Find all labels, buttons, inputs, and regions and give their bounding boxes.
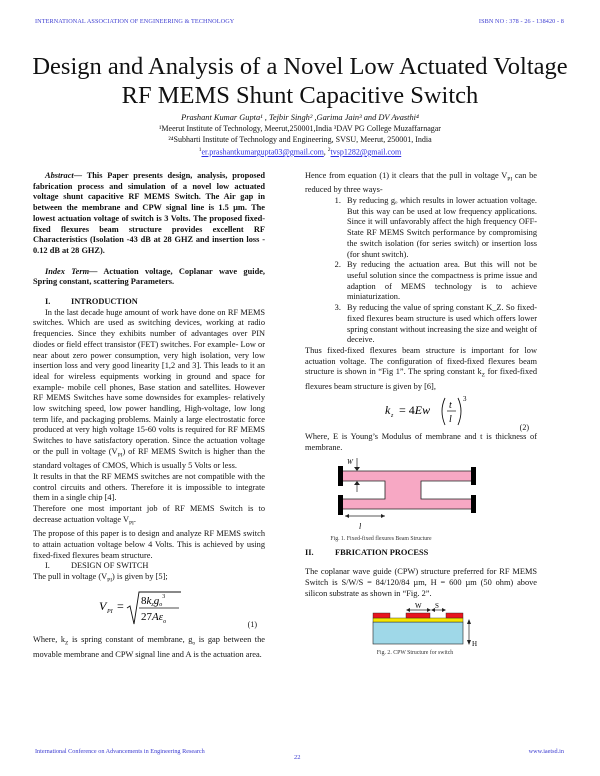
design-paragraph-2: Where, kZ is spring constant of membrane…	[33, 635, 265, 660]
emails: 1er.prashantkumargupta03@gmail.com, 2tvs…	[0, 145, 600, 158]
label-h: H	[472, 640, 477, 648]
svg-text:k: k	[385, 403, 391, 417]
page-number: 22	[294, 754, 301, 761]
list-item: By reducing the value of spring constant…	[343, 303, 537, 346]
equation-number: (1)	[247, 620, 257, 630]
subscript: PI	[129, 520, 134, 527]
email-link-1[interactable]: er.prashantkumargupta03@gmail.com	[201, 147, 324, 157]
svg-text:PI: PI	[106, 609, 114, 615]
email-1-sup: 1	[198, 147, 202, 153]
text: The pull in voltage (V	[33, 571, 108, 581]
intro-paragraph-1: In the last decade huge amount of work h…	[33, 308, 265, 472]
subscript: Z	[481, 372, 486, 379]
svg-text:z: z	[390, 413, 394, 419]
section-heading-introduction: I. INTRODUCTION	[33, 297, 265, 308]
section-title: INTRODUCTION	[71, 297, 138, 307]
subscript: Z	[65, 640, 69, 647]
footer-website[interactable]: www.iaetsd.in	[528, 748, 564, 755]
index-terms: Index Term— Actuation voltage, Coplanar …	[33, 267, 265, 288]
svg-text:8kzgo3: 8kzgo3	[141, 594, 165, 608]
affiliation-2: ²⁴Subharti Institute of Technology and E…	[168, 135, 432, 144]
equation-2: k z = 4Ew t l 3 (2)	[305, 392, 537, 432]
section-number: I.	[45, 561, 50, 571]
paper-title: Design and Analysis of a Novel Low Actua…	[0, 52, 600, 110]
text: for fixed-fixed flexures beam structure …	[305, 367, 537, 391]
right-paragraph-3: Where, E is Young’s Modulus of membrane …	[305, 432, 537, 453]
email-sep: ,	[323, 147, 328, 157]
footer-conference: International Conference on Advancements…	[35, 748, 205, 755]
text: is gap between the movable membrane and …	[33, 635, 265, 659]
figure-2-caption: Fig. 2. CPW Structure for switch	[376, 649, 454, 656]
section-number: II.	[305, 547, 314, 557]
subscript: PI	[507, 176, 513, 183]
text: is spring constant of membrane, g	[68, 635, 193, 645]
label-w: W	[347, 458, 354, 466]
intro-paragraph-4: The propose of this paper is to design a…	[33, 529, 265, 560]
text: Thus fixed-fixed flexures beam structure…	[305, 345, 537, 377]
index-terms-text: Actuation voltage, Coplanar wave guide, …	[33, 266, 265, 287]
svg-text:27Aεo: 27Aεo	[141, 611, 166, 625]
label-w: W	[415, 602, 422, 610]
section-title: DESIGN OF SWITCH	[71, 561, 149, 571]
svg-text:V: V	[99, 599, 108, 613]
text: In the last decade huge amount of work h…	[33, 307, 265, 456]
text: Hence from equation (1) it clears that t…	[305, 171, 508, 180]
email-2-sup: 2	[327, 147, 331, 153]
figure-1-caption: Fig. 1. Fixed-fixed flexures Beam Struct…	[330, 535, 432, 542]
text: .	[133, 514, 136, 524]
intro-paragraph-3: Therefore one most important job of RF M…	[33, 504, 265, 529]
abstract: Abstract— This Paper presents design, an…	[33, 171, 265, 257]
figure-1: W l Fig. 1. Fixed-fixed flexures Beam St…	[305, 456, 537, 544]
svg-text:=: =	[117, 599, 124, 613]
fixed-fixed-beam-diagram: W l	[338, 457, 476, 531]
reduction-methods-list: By reducing gₒ which results in lower ac…	[305, 196, 537, 346]
section-number: I.	[45, 297, 51, 307]
right-paragraph-2: Thus fixed-fixed flexures beam structure…	[305, 346, 537, 392]
affiliation-1: ¹Meerut Institute of Technology, Meerut,…	[159, 124, 441, 133]
index-terms-label: Index Term—	[45, 266, 98, 276]
label-s: S	[435, 602, 439, 610]
title-line-1: Design and Analysis of a Novel Low Actua…	[32, 53, 568, 80]
svg-text:= 4Ew: = 4Ew	[399, 403, 430, 417]
svg-text:t: t	[449, 400, 452, 411]
text: ) is given by [5];	[112, 571, 168, 581]
svg-text:3: 3	[463, 395, 467, 403]
section-heading-fabrication: II. FBRICATION PROCESS	[305, 548, 537, 559]
equation-number: (2)	[519, 423, 529, 433]
figure-2: W S H Fig. 2. CPW Structure for switch	[305, 600, 537, 660]
text: can be reduced by three ways-	[305, 171, 537, 195]
right-column: Hence from equation (1) it clears that t…	[305, 171, 537, 660]
abstract-text: This Paper presents design, analysis, pr…	[33, 171, 265, 255]
cpw-structure-diagram: W S H	[372, 602, 477, 648]
running-header-isbn: ISBN NO : 378 - 26 - 138420 - 8	[478, 18, 564, 25]
running-header-left: INTERNATIONAL ASSOCIATION OF ENGINEERING…	[35, 18, 235, 25]
author-names: Prashant Kumar Gupta¹ , Tejbir Singh² ,G…	[181, 113, 419, 122]
right-paragraph-1: Hence from equation (1) it clears that t…	[305, 171, 537, 196]
svg-text:l: l	[449, 414, 452, 425]
list-item: By reducing the actuation area. But this…	[343, 260, 537, 303]
email-link-2[interactable]: tvsp1282@gmail.com	[330, 147, 402, 157]
text: Therefore one most important job of RF M…	[33, 504, 265, 524]
subscript: PI	[117, 452, 123, 459]
pull-in-voltage-formula: V PI = 8kzgo3 27Aεo	[99, 591, 181, 625]
author-block: Prashant Kumar Gupta¹ , Tejbir Singh² ,G…	[0, 112, 600, 158]
section-title: FBRICATION PROCESS	[335, 547, 429, 557]
equation-1: V PI = 8kzgo3 27Aεo (1)	[33, 586, 265, 632]
list-item: By reducing gₒ which results in lower ac…	[343, 196, 537, 260]
abstract-label: Abstract—	[45, 171, 83, 180]
design-paragraph-1: The pull in voltage (VPI) is given by [5…	[33, 572, 265, 586]
intro-paragraph-2: It results in that the RF MEMS switches …	[33, 471, 265, 503]
subscript: PI	[107, 577, 113, 584]
spring-constant-formula: k z = 4Ew t l 3	[385, 395, 467, 426]
section-heading-design: I. DESIGN OF SWITCH	[33, 561, 265, 572]
label-l: l	[359, 522, 362, 531]
right-paragraph-4: The coplanar wave guide (CPW) structure …	[305, 567, 537, 598]
title-line-2: RF MEMS Shunt Capacitive Switch	[121, 82, 479, 109]
subscript: o	[192, 640, 196, 647]
text: ) of RF MEMS Switch is higher than the s…	[33, 446, 265, 471]
left-column: Abstract— This Paper presents design, an…	[33, 171, 265, 660]
text: Where, k	[33, 635, 66, 645]
